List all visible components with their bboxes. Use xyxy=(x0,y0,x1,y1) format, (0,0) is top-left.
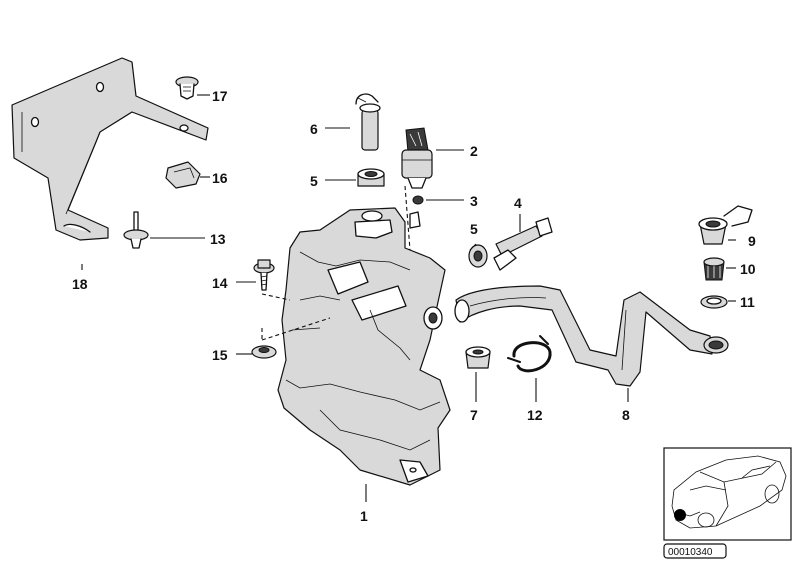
callout-3: 3 xyxy=(470,193,478,209)
filler-cap-part xyxy=(698,205,753,245)
seal-ring-part xyxy=(700,295,728,309)
callout-14: 14 xyxy=(212,275,228,291)
hose-clip-part xyxy=(507,335,552,373)
callout-7: 7 xyxy=(470,407,478,423)
callout-10: 10 xyxy=(740,261,756,277)
grommet-part-3 xyxy=(412,195,424,205)
callout-11: 11 xyxy=(740,294,755,310)
strainer-part xyxy=(703,257,725,281)
callout-9: 9 xyxy=(748,233,756,249)
callout-6: 6 xyxy=(310,121,318,137)
bracket-part xyxy=(11,57,209,241)
car-silhouette-icon xyxy=(671,455,787,529)
callout-5-upper: 5 xyxy=(310,173,318,189)
level-sensor-part xyxy=(355,93,381,151)
connector-valve-part xyxy=(493,217,553,271)
callout-18: 18 xyxy=(72,276,88,292)
callout-13: 13 xyxy=(210,231,226,247)
diagram-code: 00010340 xyxy=(668,547,713,558)
callout-12: 12 xyxy=(527,407,543,423)
grommet-part-7 xyxy=(465,346,491,369)
grommet-part-15 xyxy=(251,345,277,359)
callout-2: 2 xyxy=(470,143,478,159)
screw-part xyxy=(253,259,275,291)
callout-15: 15 xyxy=(212,347,228,363)
seal-part-lower xyxy=(468,244,488,268)
callout-5-lower: 5 xyxy=(470,221,478,237)
washer-pump-part xyxy=(401,127,433,189)
callout-4: 4 xyxy=(514,195,522,211)
callout-labels: 1 2 3 4 5 5 6 7 8 9 10 11 12 13 14 15 16… xyxy=(72,88,756,524)
location-marker xyxy=(674,509,686,521)
filler-hose-part xyxy=(454,285,729,387)
reservoir-tank-part xyxy=(277,207,451,486)
locator-inset xyxy=(663,447,792,541)
seal-part-upper xyxy=(357,168,385,187)
leader-lines xyxy=(81,94,736,502)
stud-bolt-part xyxy=(123,211,149,249)
clip-nut-part xyxy=(165,161,201,189)
callout-16: 16 xyxy=(212,170,228,186)
callout-1: 1 xyxy=(360,508,368,524)
diagram-code-box: 00010340 xyxy=(663,543,727,559)
rivet-part xyxy=(175,76,199,100)
callout-8: 8 xyxy=(622,407,630,423)
callout-17: 17 xyxy=(212,88,228,104)
